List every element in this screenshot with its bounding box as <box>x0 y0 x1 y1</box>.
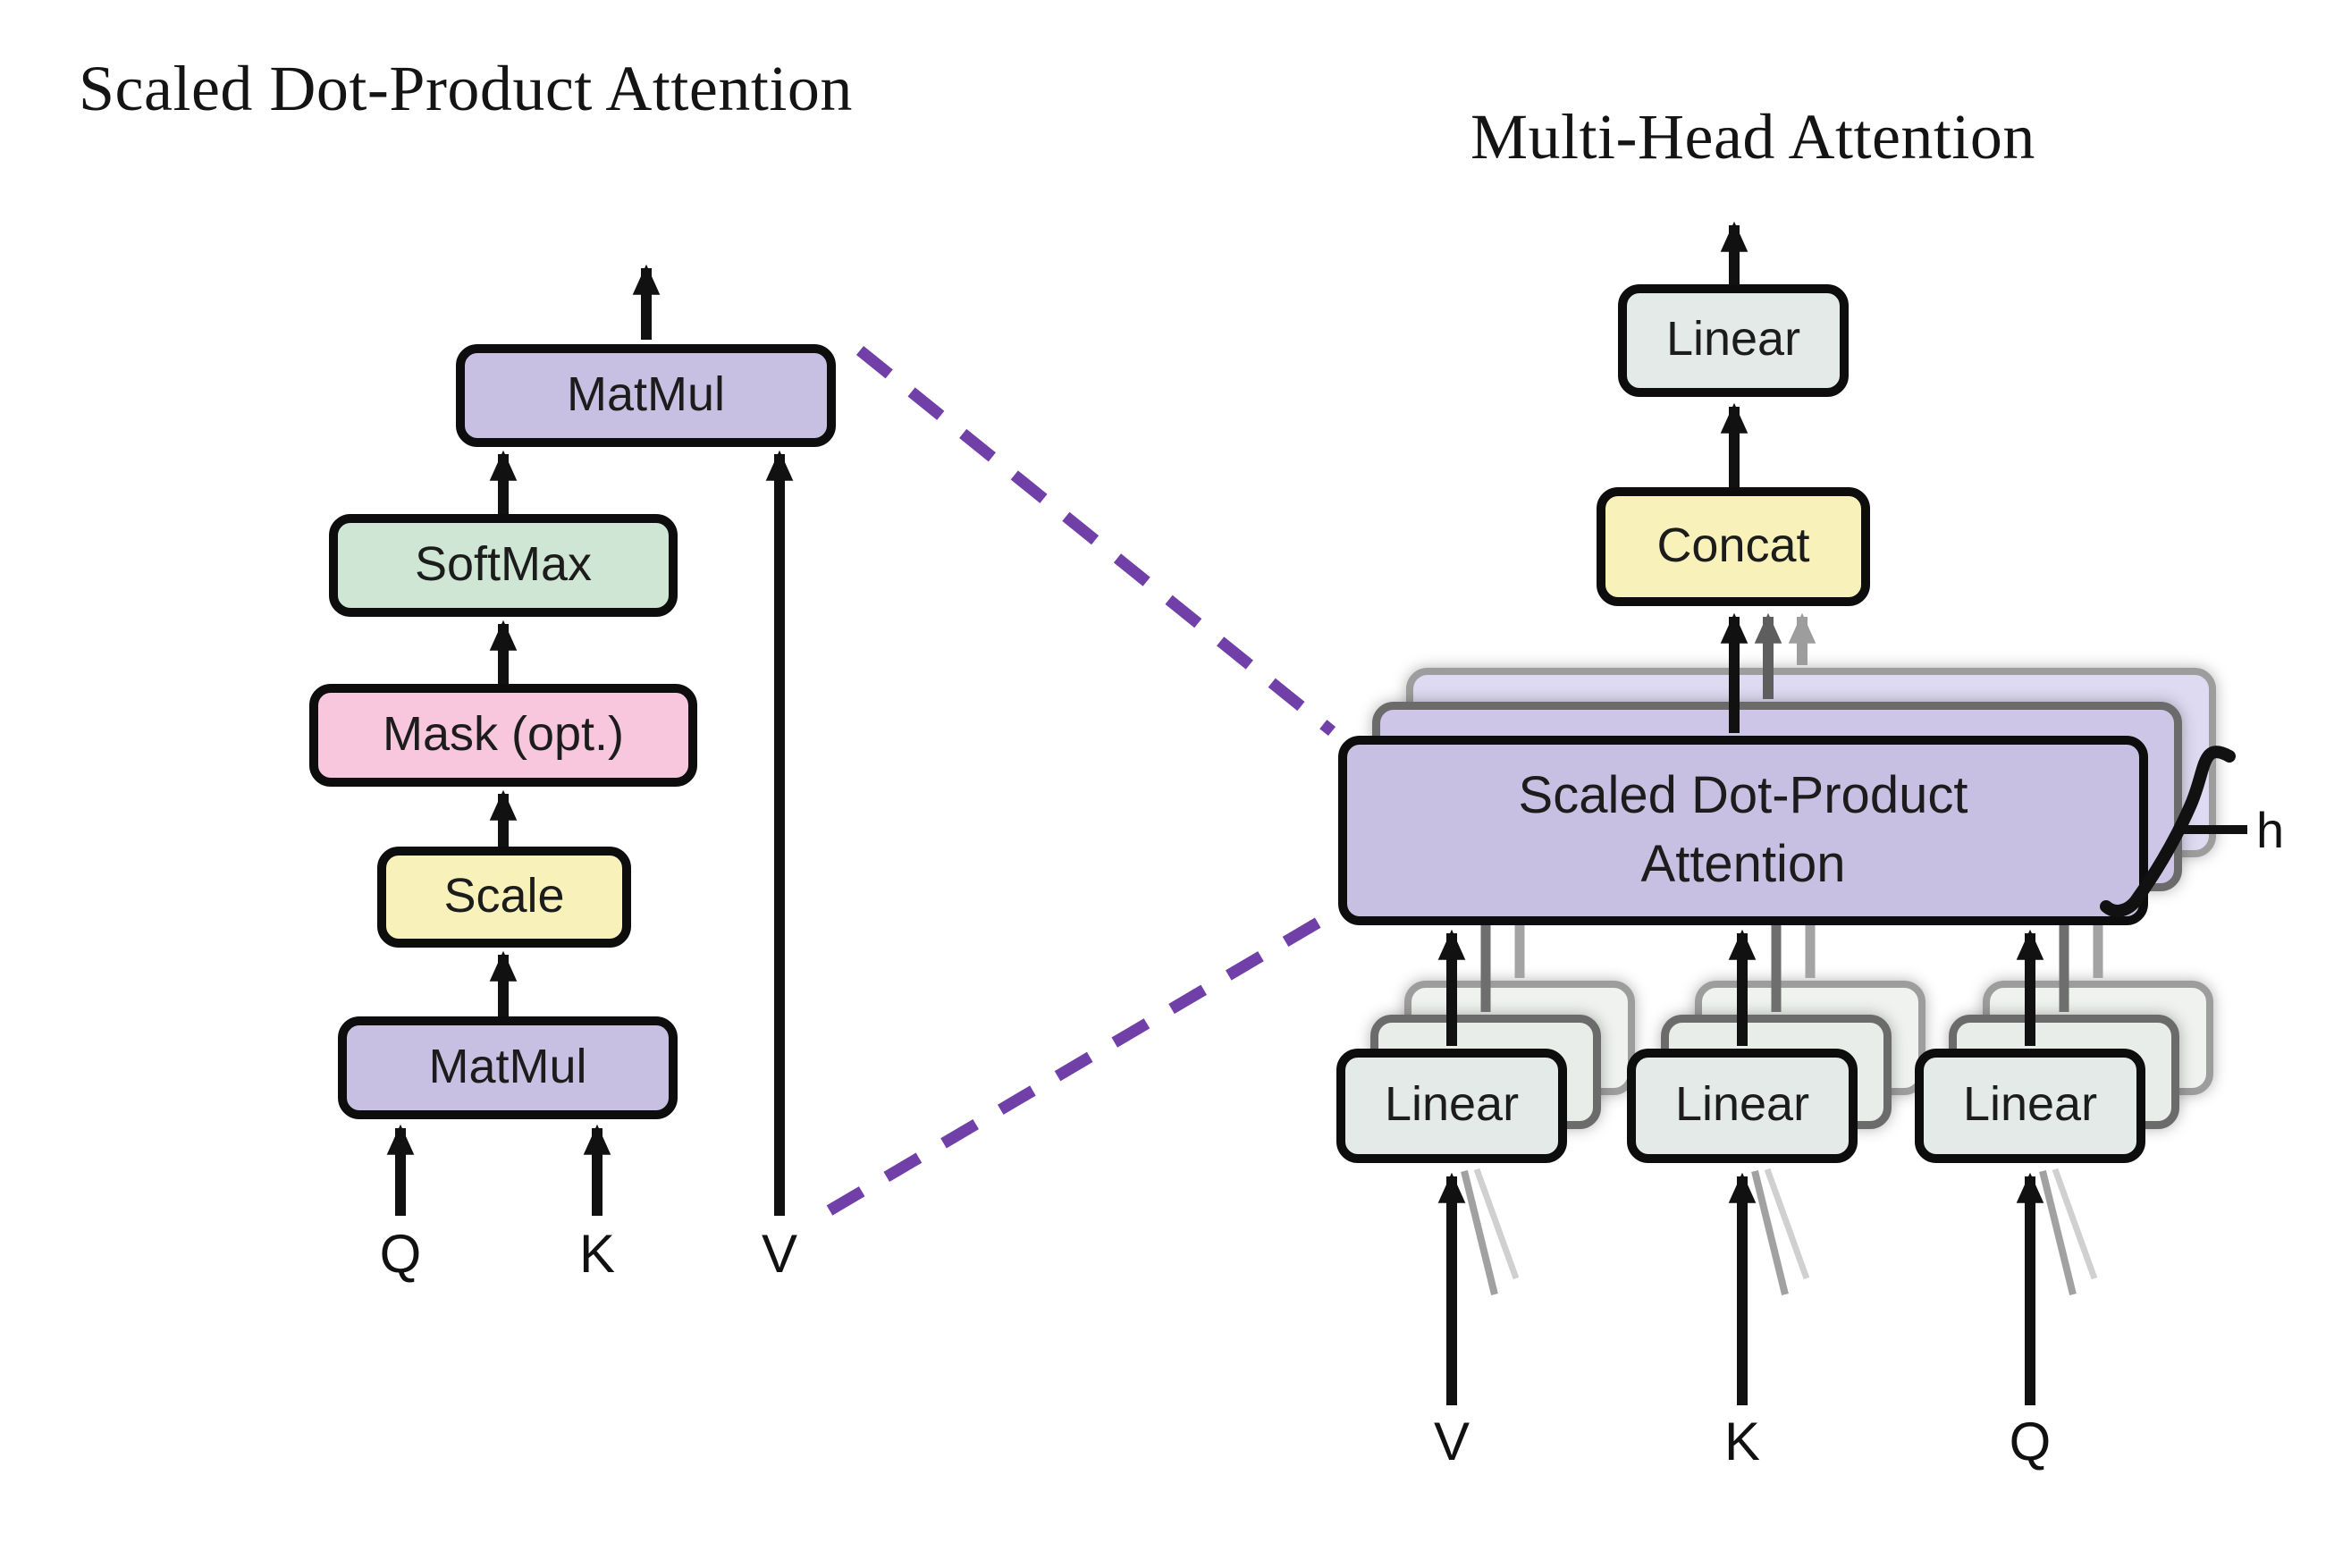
matmul-bottom-label: MatMul <box>428 1039 587 1093</box>
scaled-dot-product-attention-box: Scaled Dot-Product Attention <box>1338 736 2148 925</box>
ghost-streak-q-1 <box>2039 1170 2077 1295</box>
linear-top-label: Linear <box>1665 312 1801 366</box>
right-diagram-title: Multi-Head Attention <box>1470 101 2035 173</box>
mask-box: Mask (opt.) <box>309 684 697 787</box>
softmax-label: SoftMax <box>414 536 593 591</box>
dashed-link-bottom <box>826 910 1334 1216</box>
head-count-brace <box>2100 746 2236 917</box>
linear-k-label: Linear <box>1674 1077 1810 1131</box>
left-diagram-title: Scaled Dot-Product Attention <box>79 53 853 124</box>
input-label-v: V <box>761 1224 798 1284</box>
concat-box: Concat <box>1597 487 1870 606</box>
dashed-link-top <box>855 345 1336 737</box>
ghost-streak-k-2 <box>1764 1168 1810 1280</box>
input-label-q-right: Q <box>2009 1412 2052 1471</box>
matmul-top-label: MatMul <box>566 367 726 421</box>
linear-v-box: Linear <box>1336 1049 1567 1163</box>
input-label-k: K <box>578 1224 616 1284</box>
attention-box-label-line2: Attention <box>1640 835 1846 893</box>
input-label-q: Q <box>379 1224 422 1284</box>
linear-q-label: Linear <box>1962 1077 2098 1131</box>
attention-box-label: Scaled Dot-Product Attention <box>1519 762 1968 898</box>
concat-label: Concat <box>1656 518 1810 572</box>
input-label-v-right: V <box>1433 1412 1470 1471</box>
scale-label: Scale <box>443 868 565 923</box>
linear-q-box: Linear <box>1915 1049 2145 1163</box>
ghost-streak-v-2 <box>1473 1168 1520 1280</box>
attention-box-label-line1: Scaled Dot-Product <box>1518 766 1968 825</box>
ghost-streak-v-1 <box>1461 1170 1498 1295</box>
linear-v-label: Linear <box>1384 1077 1520 1131</box>
softmax-box: SoftMax <box>329 514 678 617</box>
ghost-streak-k-1 <box>1751 1170 1789 1295</box>
scale-box: Scale <box>377 847 631 948</box>
linear-k-box: Linear <box>1627 1049 1858 1163</box>
matmul-bottom-box: MatMul <box>338 1016 678 1119</box>
matmul-top-box: MatMul <box>456 344 836 447</box>
mask-label: Mask (opt.) <box>382 706 625 761</box>
ghost-streak-q-2 <box>2052 1168 2098 1280</box>
linear-top-box: Linear <box>1618 284 1849 397</box>
head-count-label: h <box>2256 802 2285 858</box>
input-label-k-right: K <box>1723 1412 1761 1471</box>
